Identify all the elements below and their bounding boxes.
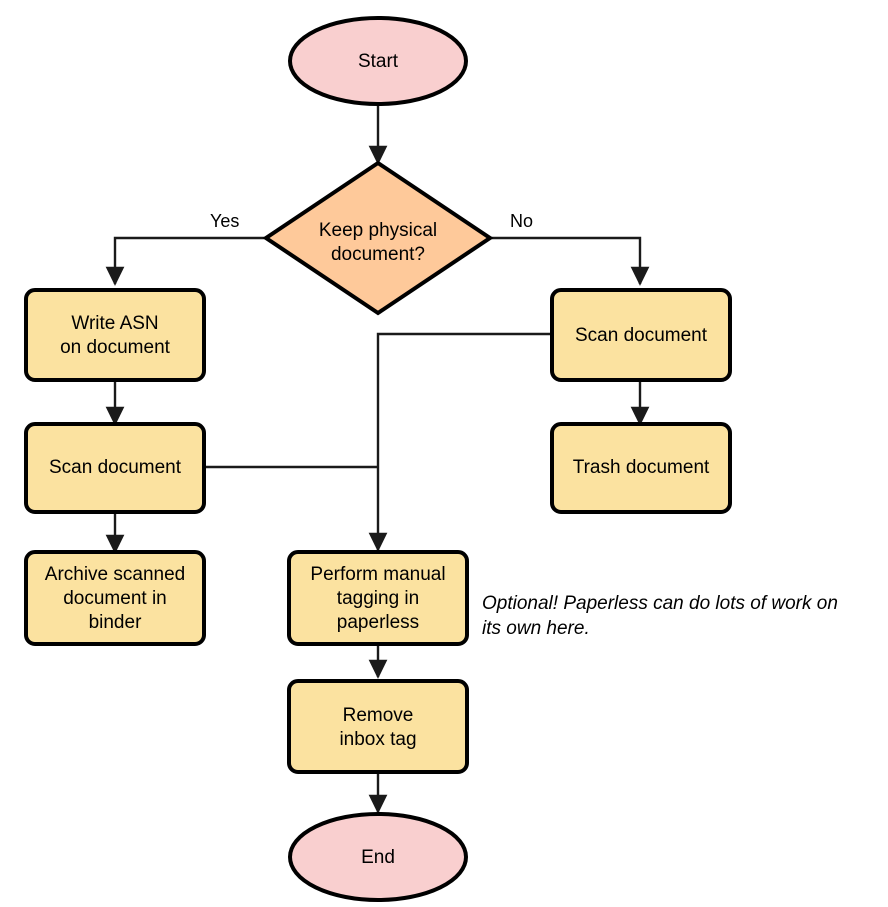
annotation-optional-note: Optional! Paperless can do lots of work … <box>482 593 838 639</box>
manual-tagging-label-line3: paperless <box>337 612 419 633</box>
trash-document-box <box>550 422 732 514</box>
start-label: Start <box>358 51 399 72</box>
node-scan-document-left[interactable]: Scan document <box>24 422 206 514</box>
scan-document-right-box <box>550 288 732 382</box>
decision-label-line1: Keep physical <box>319 220 437 241</box>
scan-document-left-label: Scan document <box>49 457 182 478</box>
node-write-asn[interactable]: Write ASN on document <box>24 288 206 382</box>
archive-label-line3: binder <box>89 612 142 633</box>
node-archive-scanned-document[interactable]: Archive scanned document in binder <box>24 550 206 646</box>
edge-label-no: No <box>510 211 533 231</box>
optional-note-line1: Optional! Paperless can do lots of work … <box>482 593 838 614</box>
decision-diamond <box>262 160 494 316</box>
node-end[interactable]: End <box>288 812 468 902</box>
start-ellipse <box>288 16 468 106</box>
connector-layer <box>105 104 650 814</box>
decision-label-line2: document? <box>331 244 425 265</box>
archive-box <box>24 550 206 646</box>
manual-tagging-label-line2: tagging in <box>337 588 419 609</box>
manual-tagging-label-line1: Perform manual <box>310 564 445 585</box>
edge-scan-right-to-manual-tagging <box>368 332 552 552</box>
node-keep-physical-document[interactable]: Keep physical document? <box>262 160 494 316</box>
manual-tagging-box <box>287 550 469 646</box>
edge-decision-no-to-scan-right <box>490 236 650 286</box>
end-ellipse <box>288 812 468 902</box>
end-label: End <box>361 847 395 868</box>
remove-inbox-tag-box <box>287 679 469 774</box>
scan-document-right-label: Scan document <box>575 325 708 346</box>
node-remove-inbox-tag[interactable]: Remove inbox tag <box>287 679 469 774</box>
remove-inbox-tag-label-line2: inbox tag <box>339 729 416 750</box>
write-asn-label-line1: Write ASN <box>71 313 158 334</box>
edge-decision-yes-to-write-asn <box>105 236 266 286</box>
node-trash-document[interactable]: Trash document <box>550 422 732 514</box>
write-asn-label-line2: on document <box>60 337 171 358</box>
remove-inbox-tag-label-line1: Remove <box>343 705 414 726</box>
node-start[interactable]: Start <box>288 16 468 106</box>
trash-document-label: Trash document <box>573 457 710 478</box>
write-asn-box <box>24 288 206 382</box>
optional-note-line2: its own here. <box>482 618 590 639</box>
edge-label-yes: Yes <box>210 211 239 231</box>
archive-label-line2: document in <box>63 588 167 609</box>
archive-label-line1: Archive scanned <box>45 564 185 585</box>
node-scan-document-right[interactable]: Scan document <box>550 288 732 382</box>
scan-document-left-box <box>24 422 206 514</box>
node-perform-manual-tagging[interactable]: Perform manual tagging in paperless <box>287 550 469 646</box>
